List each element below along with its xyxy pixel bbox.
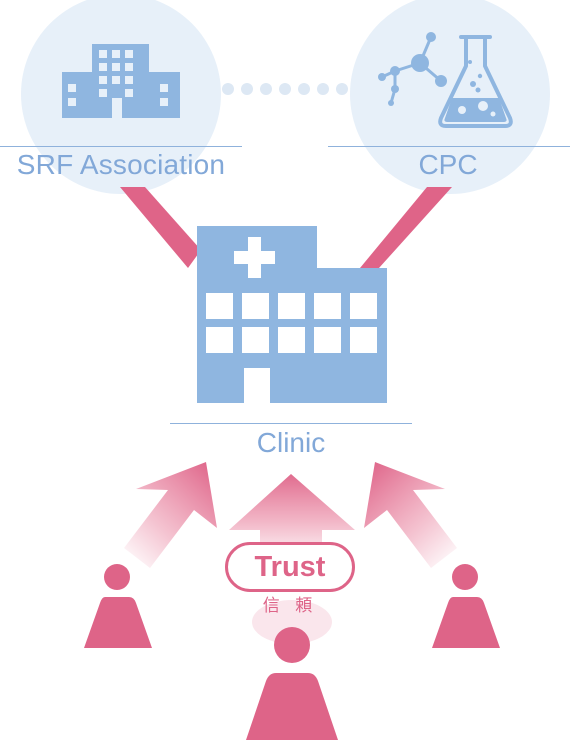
arrow-left-up bbox=[124, 462, 217, 568]
arrow-center-up bbox=[229, 474, 355, 560]
clinic-label: Clinic bbox=[256, 427, 326, 458]
laboratory-flask-molecule-icon bbox=[378, 32, 513, 128]
person-icon bbox=[84, 564, 152, 648]
connector-dots bbox=[222, 83, 348, 95]
clinic-underline bbox=[170, 423, 412, 424]
office-building-icon bbox=[62, 44, 180, 118]
trust-glow bbox=[252, 600, 332, 644]
person-icon bbox=[246, 627, 338, 740]
connector-cpc-to-clinic bbox=[360, 187, 452, 268]
trust-subtitle: 信 頼 bbox=[262, 596, 318, 616]
cpc-underline bbox=[328, 146, 570, 147]
arrow-right-up bbox=[364, 462, 457, 568]
connector-srf-to-clinic bbox=[120, 187, 201, 268]
cpc-label: CPC bbox=[418, 149, 478, 180]
srf-association-label: SRF Association bbox=[16, 149, 226, 180]
hospital-building-icon bbox=[197, 226, 387, 403]
srf-underline bbox=[0, 146, 242, 147]
trust-badge: Trust bbox=[225, 542, 355, 592]
person-icon bbox=[432, 564, 500, 648]
